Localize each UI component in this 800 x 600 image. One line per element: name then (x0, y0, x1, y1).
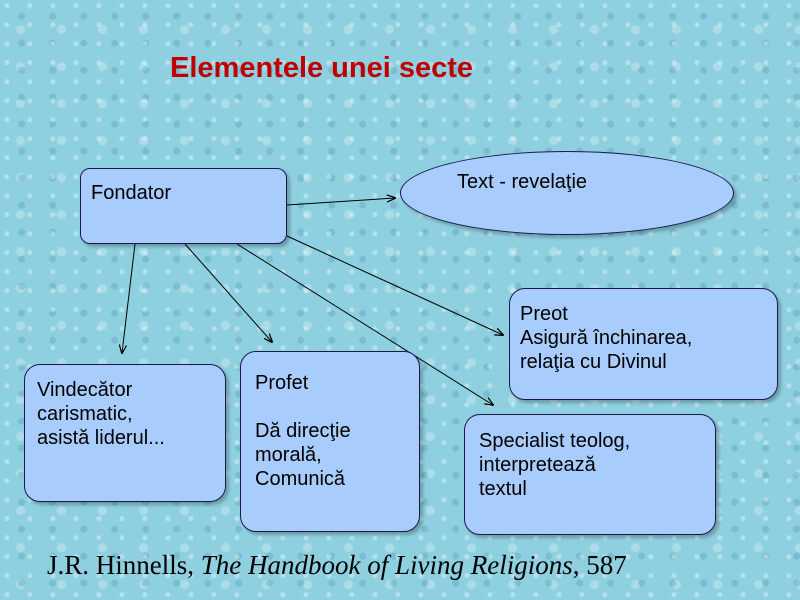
node-preot-line: Preot (520, 303, 568, 325)
node-profet-line: morală, (255, 444, 322, 466)
node-fondator-label: Fondator (91, 182, 172, 204)
node-profet-line: Dă direcţie (255, 420, 351, 442)
node-preot: Preot Asigură închinarea, relaţia cu Div… (509, 288, 778, 400)
node-specialist-line: interpretează (479, 454, 596, 476)
node-text-revelatie: Text - revelaţie (400, 151, 734, 235)
node-profet-line: Profet (255, 372, 309, 394)
node-specialist-line: Specialist teolog, (479, 430, 631, 452)
node-profet: Profet Dă direcţie morală, Comunică (240, 351, 420, 532)
node-specialist-line: textul (479, 478, 527, 500)
arrow-fondator-vindecator (122, 243, 136, 353)
citation-author: J.R. Hinnells, (47, 550, 201, 580)
node-preot-line: Asigură închinarea, (520, 327, 693, 349)
node-specialist: Specialist teolog, interpretează textul (464, 414, 716, 535)
node-profet-spacer (255, 395, 405, 419)
node-text-revelatie-label: Text - revelaţie (457, 171, 588, 193)
node-vindecator: Vindecător carismatic, asistă liderul... (24, 364, 226, 502)
node-vindecator-line: asistă liderul... (37, 427, 165, 449)
arrow-fondator-profet (184, 243, 272, 342)
arrow-fondator-text (286, 198, 395, 206)
arrow-fondator-specialist (236, 243, 493, 405)
arrow-fondator-preot (286, 235, 503, 335)
page-title: Elementele unei secte (170, 52, 474, 84)
citation: J.R. Hinnells, The Handbook of Living Re… (47, 550, 627, 581)
node-profet-line: Comunică (255, 468, 346, 490)
node-fondator: Fondator (80, 168, 287, 244)
node-preot-line: relaţia cu Divinul (520, 351, 667, 373)
node-vindecator-line: carismatic, (37, 403, 133, 425)
node-vindecator-line: Vindecător (37, 379, 133, 401)
citation-book: The Handbook of Living Religions (200, 550, 573, 580)
citation-page: , 587 (572, 550, 627, 580)
